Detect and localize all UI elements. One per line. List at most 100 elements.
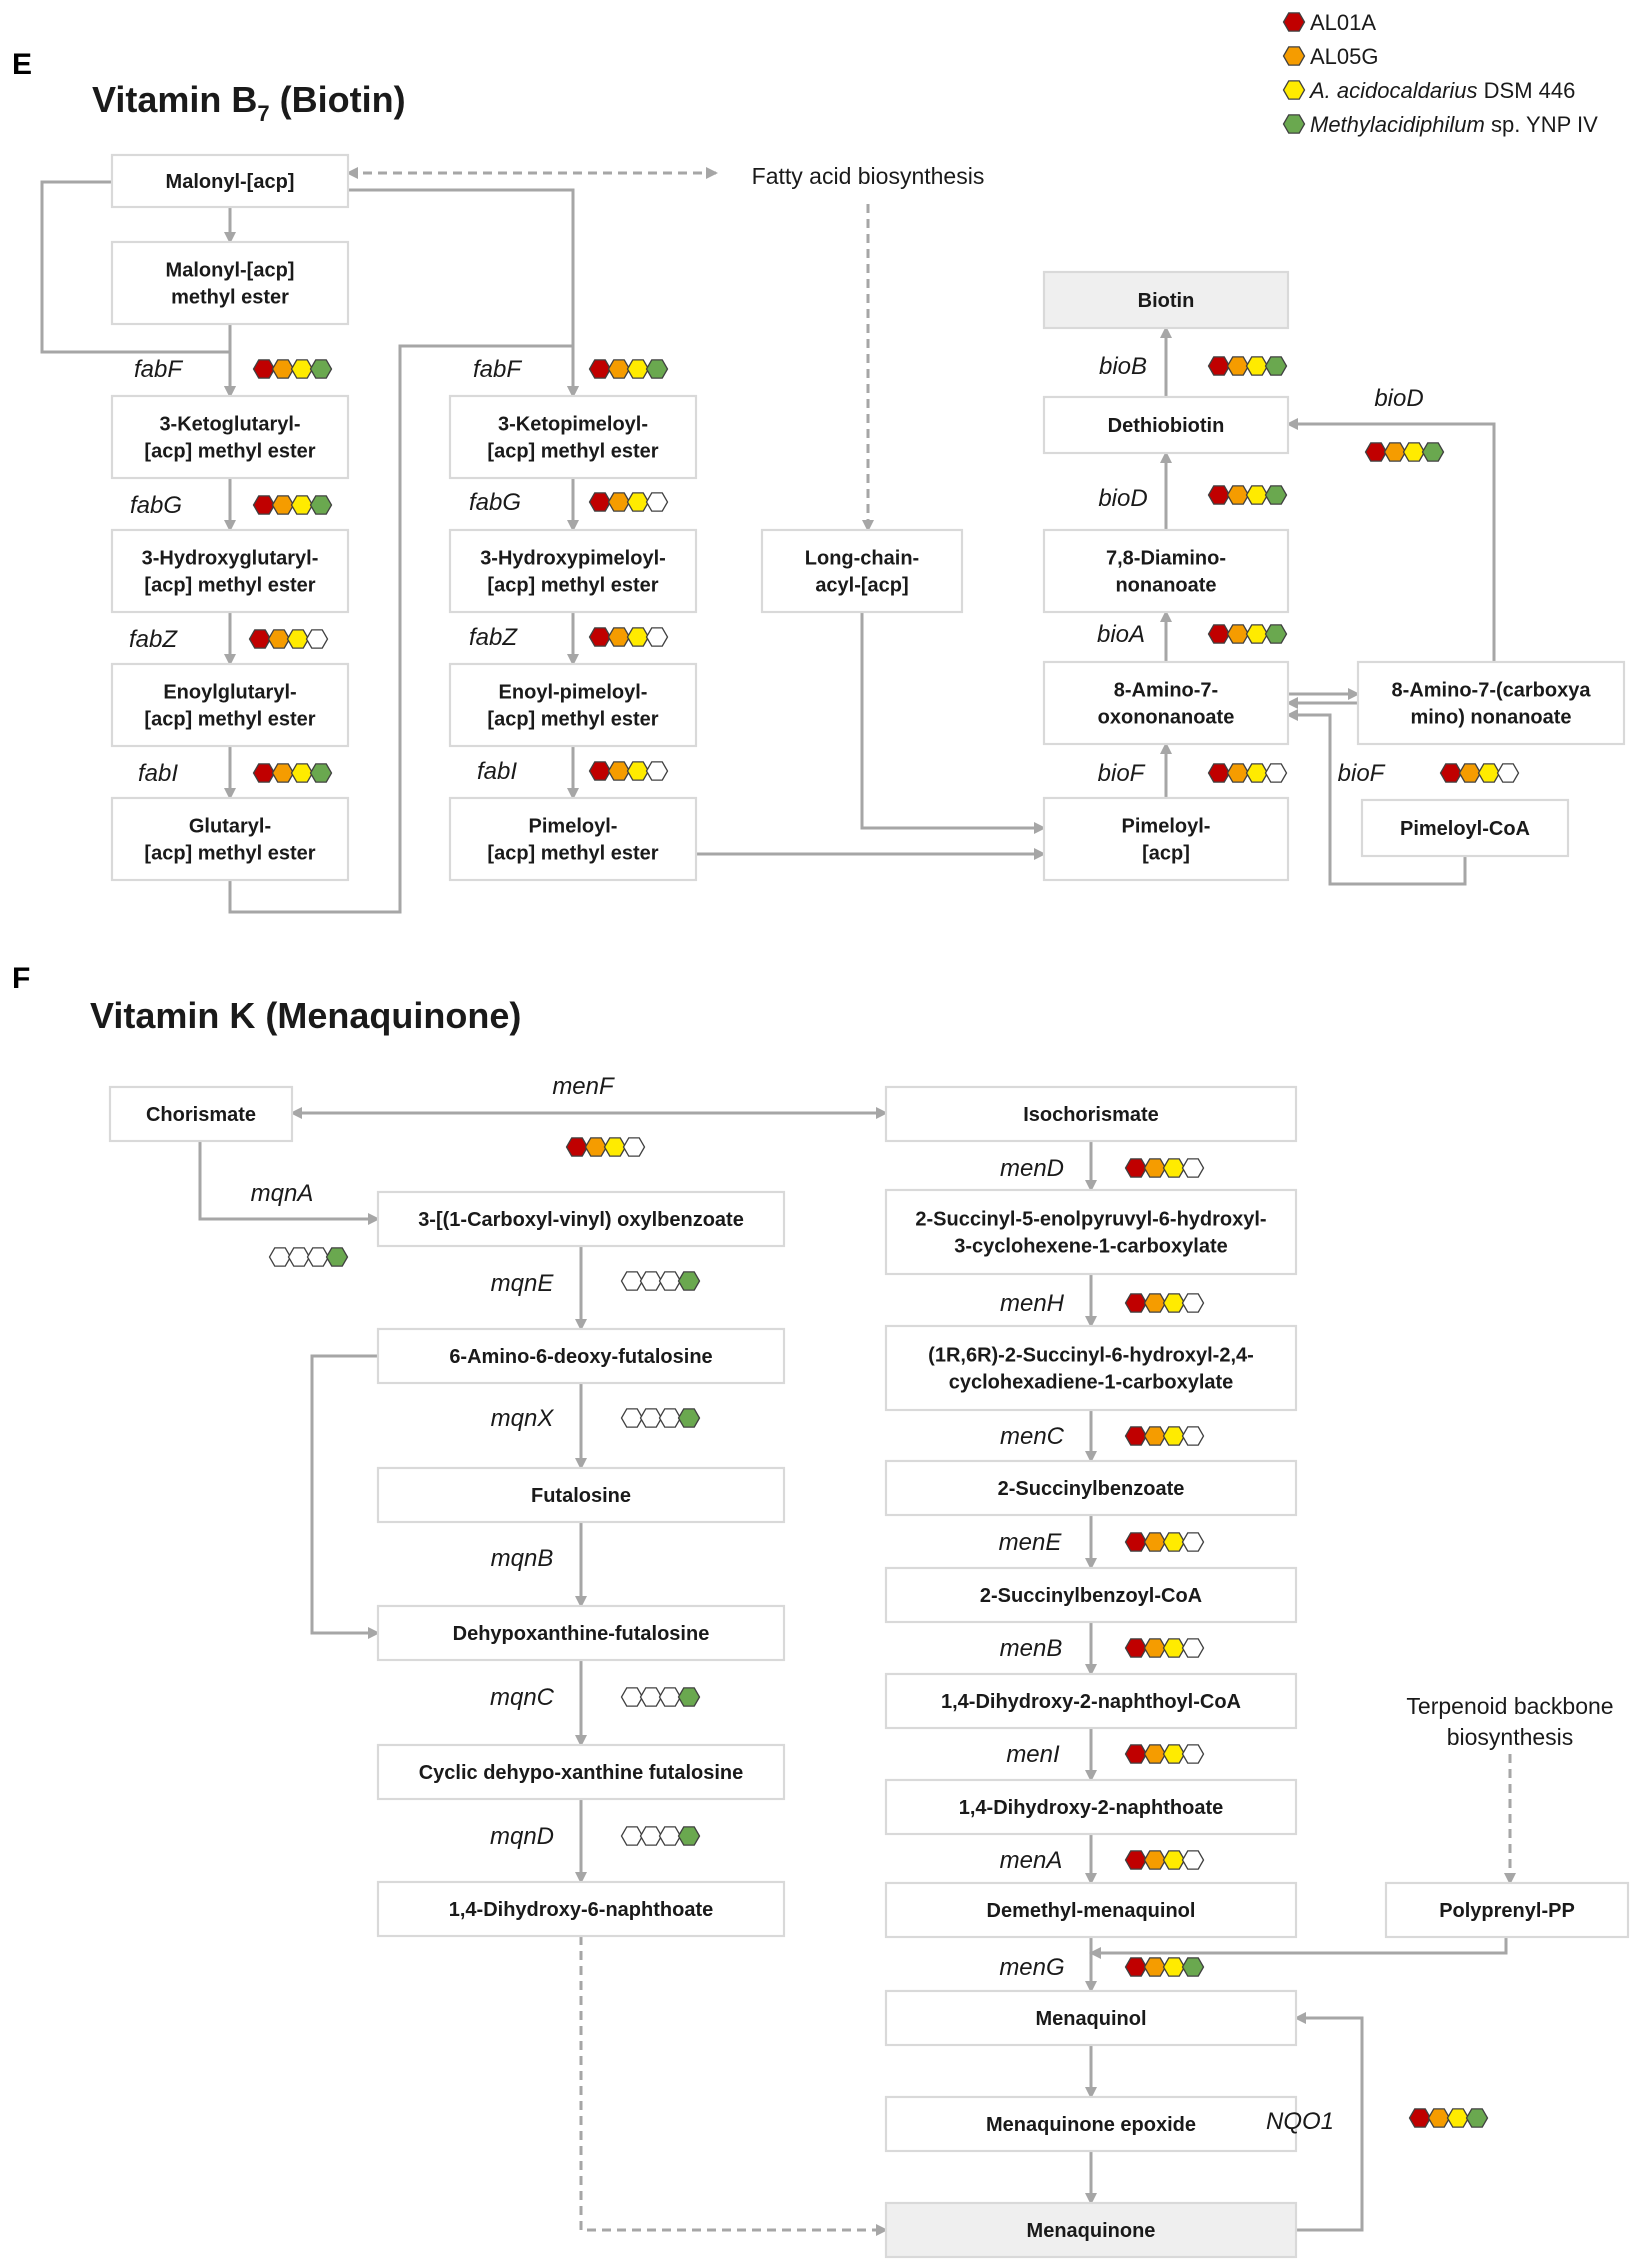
presence-hexagon-icon bbox=[588, 359, 612, 379]
presence-hexagon-icon bbox=[620, 1271, 644, 1291]
presence-hexagon-icon bbox=[658, 1826, 682, 1846]
presence-hexagon-icon bbox=[1207, 356, 1231, 376]
compound-box bbox=[110, 240, 350, 326]
presence-hexagon-icon bbox=[677, 1408, 701, 1428]
compound-enoylglutaryl: Enoylglutaryl-[acp] methyl ester bbox=[110, 662, 350, 748]
presence-hexagon-icon bbox=[620, 1408, 644, 1428]
compound-label: Dehypoxanthine-futalosine bbox=[453, 1623, 710, 1645]
compound-box bbox=[1042, 270, 1290, 330]
compound-dhn: 1,4-Dihydroxy-6-naphthoate bbox=[376, 1880, 786, 1938]
gene-label: menA bbox=[1000, 1847, 1063, 1874]
gene-label: mqnE bbox=[491, 1270, 555, 1297]
presence-hexagon-icon bbox=[287, 1247, 311, 1267]
presence-hexagon-icon bbox=[1207, 763, 1231, 783]
compound-label: 3-Ketopimeloyl- bbox=[498, 414, 648, 436]
gene-label: mqnA bbox=[251, 1180, 314, 1207]
compound-box bbox=[884, 2095, 1298, 2153]
compound-box bbox=[448, 796, 698, 882]
gene-label: bioB bbox=[1099, 353, 1147, 380]
compound-label: Pimeloyl-CoA bbox=[1400, 818, 1530, 840]
gene-bioD: bioD bbox=[1364, 385, 1445, 462]
presence-hexagon-icon bbox=[603, 1137, 627, 1157]
presence-hexagon-icon bbox=[1162, 1957, 1186, 1977]
presence-hexagon-icon bbox=[1181, 1850, 1205, 1870]
presence-hexagon-icon bbox=[1124, 1957, 1148, 1977]
presence-hexagon-icon bbox=[588, 761, 612, 781]
presence-hexagon-icon bbox=[1181, 1532, 1205, 1552]
compound-label: mino) nonanoate bbox=[1410, 707, 1571, 729]
presence-hexagon-icon bbox=[1245, 356, 1269, 376]
presence-hexagon-icon bbox=[677, 1271, 701, 1291]
gene-label: menH bbox=[1000, 1290, 1065, 1317]
presence-hexagon-icon bbox=[588, 492, 612, 512]
compound-label: [acp] bbox=[1142, 843, 1190, 865]
external-pathway-label: Fatty acid biosynthesis bbox=[752, 163, 985, 189]
reaction-arrow bbox=[198, 1141, 380, 1225]
gene-label: mqnB bbox=[491, 1545, 554, 1572]
reaction-arrow bbox=[860, 612, 1046, 834]
presence-hexagon-icon bbox=[639, 1826, 663, 1846]
compound-box bbox=[1360, 798, 1570, 858]
presence-hexagon-icon bbox=[1124, 1638, 1148, 1658]
gene-menB: menB bbox=[1000, 1635, 1205, 1662]
presence-hexagon-icon bbox=[1427, 2108, 1451, 2128]
compound-isochorismate: Isochorismate bbox=[884, 1085, 1298, 1143]
external-pathway-label: biosynthesis bbox=[1447, 1724, 1574, 1750]
compound-label: Polyprenyl-PP bbox=[1439, 1900, 1575, 1922]
compound-box bbox=[376, 1743, 786, 1801]
compound-box bbox=[884, 1881, 1298, 1939]
presence-hexagon-icon bbox=[1124, 1532, 1148, 1552]
presence-hexagon-icon bbox=[1245, 485, 1269, 505]
gene-label: bioD bbox=[1374, 385, 1423, 412]
compound-label: [acp] methyl ester bbox=[144, 441, 315, 463]
legend-label: AL01A bbox=[1310, 10, 1376, 35]
presence-hexagon-icon bbox=[1124, 1158, 1148, 1178]
presence-hexagon-icon bbox=[626, 627, 650, 647]
presence-hexagon-icon bbox=[1181, 1957, 1205, 1977]
compound-aminodeoxy: 6-Amino-6-deoxy-futalosine bbox=[376, 1327, 786, 1385]
compound-dethiobiotin: Dethiobiotin bbox=[1042, 395, 1290, 455]
compound-label: Biotin bbox=[1138, 290, 1195, 312]
presence-hexagon-icon bbox=[607, 492, 631, 512]
presence-hexagon-icon bbox=[1124, 1744, 1148, 1764]
gene-bioB: bioB bbox=[1099, 353, 1288, 380]
presence-hexagon-icon bbox=[1207, 485, 1231, 505]
presence-hexagon-icon bbox=[1143, 1850, 1167, 1870]
compound-pimeloyl_acp: Pimeloyl-[acp] bbox=[1042, 796, 1290, 882]
compound-label: 2-Succinyl-5-enolpyruvyl-6-hydroxyl- bbox=[915, 1209, 1266, 1231]
compound-label: 1,4-Dihydroxy-2-naphthoate bbox=[959, 1797, 1223, 1819]
gene-label: menE bbox=[999, 1529, 1063, 1556]
compound-label: Demethyl-menaquinol bbox=[987, 1900, 1196, 1922]
legend-label-part: DSM 446 bbox=[1478, 78, 1576, 103]
presence-hexagon-icon bbox=[1264, 763, 1288, 783]
presence-hexagon-icon bbox=[658, 1271, 682, 1291]
presence-hexagon-icon bbox=[1143, 1426, 1167, 1446]
presence-hexagon-icon bbox=[1226, 763, 1250, 783]
gene-menC: menC bbox=[1000, 1423, 1205, 1450]
gene-menD: menD bbox=[1000, 1155, 1205, 1182]
compound-box bbox=[376, 1466, 786, 1524]
legend-label-part: AL05G bbox=[1310, 44, 1379, 69]
compound-label: Cyclic dehypo-xanthine futalosine bbox=[419, 1762, 744, 1784]
presence-hexagon-icon bbox=[1465, 2108, 1489, 2128]
presence-hexagon-icon bbox=[677, 1687, 701, 1707]
compound-label: Malonyl-[acp] bbox=[166, 171, 295, 193]
gene-mqnB: mqnB bbox=[491, 1545, 554, 1572]
compound-label: [acp] methyl ester bbox=[144, 709, 315, 731]
compound-box bbox=[376, 1327, 786, 1385]
compound-label: Long-chain- bbox=[805, 548, 919, 570]
presence-hexagon-icon bbox=[268, 1247, 292, 1267]
compound-menaquinone: Menaquinone bbox=[884, 2201, 1298, 2259]
reaction-arrow bbox=[348, 188, 579, 398]
presence-hexagon-icon bbox=[1264, 624, 1288, 644]
gene-label: menD bbox=[1000, 1155, 1064, 1182]
compound-box bbox=[448, 528, 698, 614]
compound-label: 3-Ketoglutaryl- bbox=[159, 414, 300, 436]
presence-hexagon-icon bbox=[645, 492, 669, 512]
presence-hexagon-icon bbox=[584, 1137, 608, 1157]
presence-hexagon-icon bbox=[1226, 624, 1250, 644]
compound-box bbox=[1042, 528, 1290, 614]
gene-label: mqnX bbox=[491, 1405, 555, 1432]
presence-hexagon-icon bbox=[1364, 442, 1388, 462]
